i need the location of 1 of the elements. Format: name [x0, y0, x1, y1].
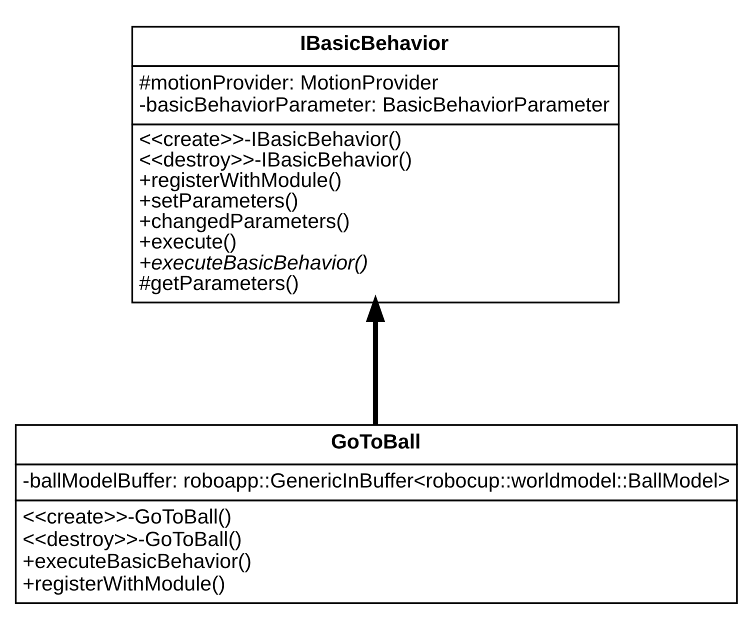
arrow [366, 294, 386, 425]
